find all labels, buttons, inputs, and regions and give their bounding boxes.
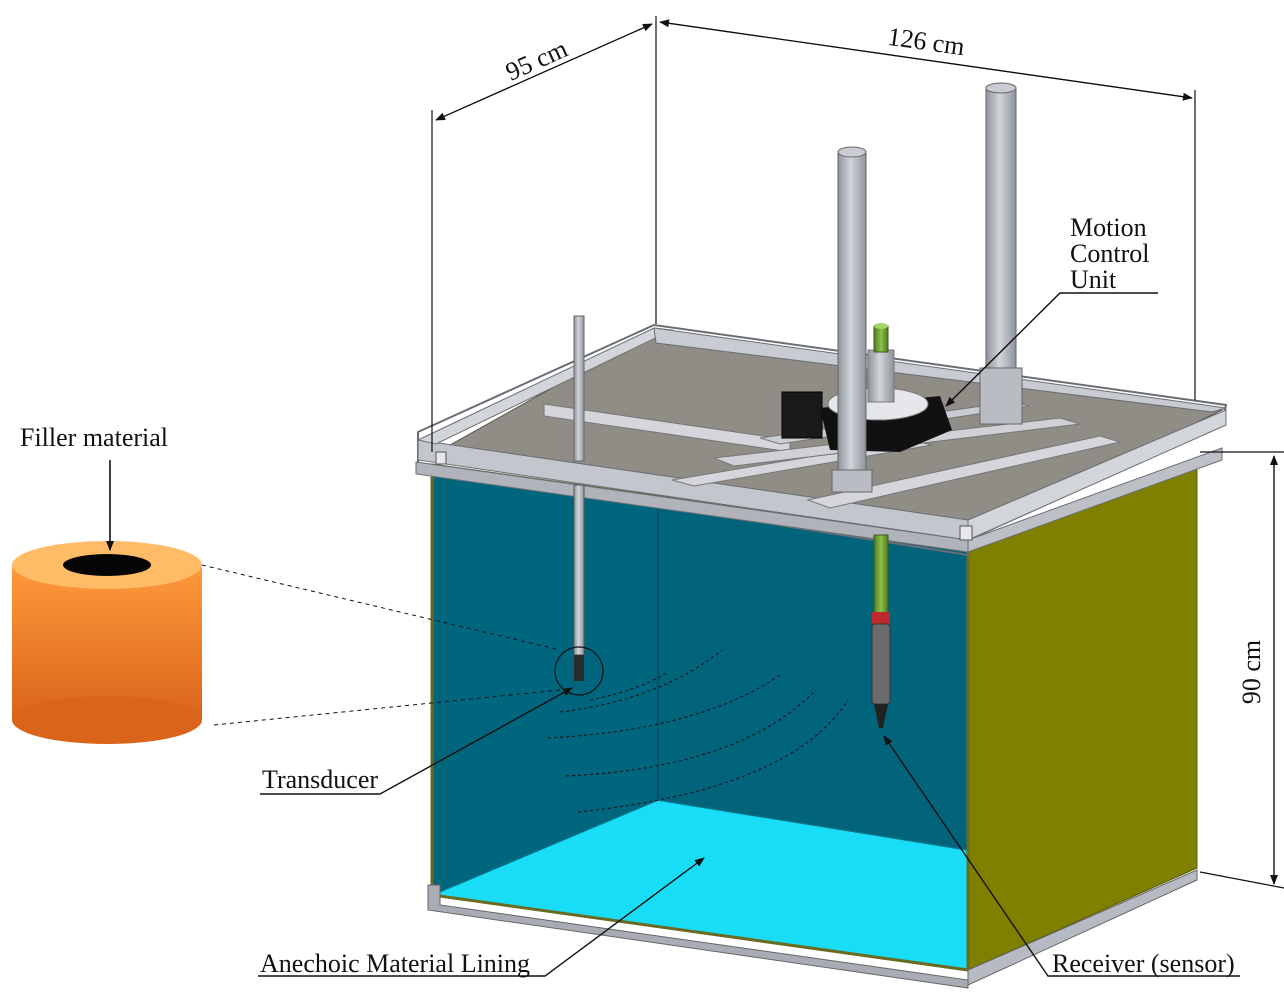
pole-base	[831, 469, 873, 493]
wavefront-4	[565, 689, 817, 777]
floor-edge-back	[657, 799, 969, 851]
bottom-rail-side	[967, 869, 1198, 986]
filler-cylinder-hole	[63, 554, 151, 576]
transducer-label: Transducer	[262, 765, 378, 794]
frame-back-bar	[653, 327, 1227, 413]
frame-corner	[435, 451, 447, 465]
cross-rail-4	[806, 435, 1122, 509]
filler-material-label: Filler material	[20, 423, 168, 452]
frame-corner	[959, 525, 973, 541]
projection-line-bottom	[213, 689, 561, 726]
leader-transducer	[260, 687, 573, 795]
dim-depth-arrow-b	[435, 23, 653, 121]
leader-receiver	[883, 735, 1240, 977]
tall-pole-center	[837, 151, 867, 483]
motion-label-line3: Unit	[1070, 265, 1117, 294]
leader-lines	[258, 292, 1240, 977]
tall-pole-right	[985, 87, 1017, 389]
transducer-highlight-circle	[554, 646, 604, 696]
green-shaft-top	[873, 325, 889, 353]
wavefront-5	[577, 699, 849, 813]
transducer-rod-top	[573, 315, 585, 462]
filler-cylinder-body	[12, 565, 202, 720]
leader-anechoic	[258, 857, 705, 977]
pole-mount	[979, 367, 1023, 425]
frame-lower-lip-side	[967, 447, 1223, 553]
green-shaft-cap	[874, 323, 888, 329]
floor-edge	[431, 799, 659, 896]
leader-motion	[945, 292, 1158, 407]
transducer-tip	[574, 655, 584, 681]
pole-cap	[985, 82, 1017, 94]
motion-label-line1: Motion	[1070, 213, 1147, 242]
motor-block	[781, 391, 823, 439]
receiver-rod	[873, 534, 889, 616]
transducer-rod	[573, 484, 585, 656]
motion-label-line2: Control	[1070, 239, 1149, 268]
dim-ext-bottom-h	[1199, 871, 1284, 889]
dimension-lines	[431, 16, 1284, 889]
dim-width-arrow-b	[659, 19, 1193, 99]
receiver-label: Receiver (sensor)	[1052, 949, 1235, 978]
receiver-tip	[874, 704, 888, 728]
receiver-body	[871, 623, 891, 705]
pole-cap	[837, 146, 867, 158]
wavefront-2	[559, 649, 723, 713]
rotary-shaft	[867, 349, 895, 403]
acoustic-wavefronts	[547, 649, 849, 813]
filler-cylinder-bottom	[12, 696, 202, 744]
anechoic-label: Anechoic Material Lining	[260, 949, 530, 978]
tank-floor	[432, 800, 968, 970]
receiver-band	[872, 612, 890, 624]
dimension-height-label: 90 cm	[1237, 640, 1266, 704]
tank-back-wall	[658, 478, 968, 850]
dimension-depth-label: 95 cm	[501, 34, 572, 87]
projection-line-top	[201, 564, 561, 651]
wavefront-3	[547, 674, 781, 739]
